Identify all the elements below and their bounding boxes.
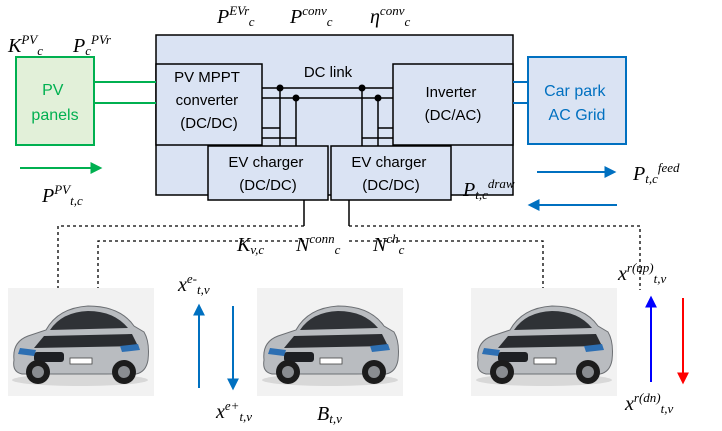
ev-car-middle (257, 288, 403, 396)
symbol-p-pv: PPVt,c (41, 182, 83, 208)
pv-panels-box (15, 56, 95, 146)
ev-charger-1-label-2: (DC/DC) (239, 177, 297, 194)
ev-connection-lines (57, 225, 641, 290)
mppt-converter-box (155, 63, 263, 146)
dc-link-bus (262, 87, 393, 146)
charger-output-leads (303, 200, 350, 226)
mppt-label-3: (DC/DC) (180, 115, 238, 132)
symbol-eta-conv: ηconvc (370, 3, 410, 29)
ev-charger-2-label-2: (DC/DC) (362, 177, 420, 194)
bus-junction-dots (276, 84, 382, 102)
ev-car-left (8, 288, 154, 396)
pv-connection-lines (94, 81, 156, 104)
svg-text:EV charger (DC/DC): EV charger (DC/DC) (351, 154, 430, 194)
svg-text:EV charger (DC/DC): EV charger (DC/DC) (228, 154, 307, 194)
inverter-box (392, 63, 514, 146)
symbol-x-r-up: xr(up)t,v (617, 260, 666, 286)
mppt-label-1: PV MPPT (174, 69, 240, 86)
symbol-n-ch: Nchc (372, 231, 405, 257)
svg-text:PV MPPT converter (DC/: PV MPPT converter (DC/DC) (174, 69, 244, 132)
symbol-p-evr: PEVrc (216, 3, 255, 29)
symbol-x-e-plus: xe+t,v (215, 398, 252, 424)
symbol-p-pvr: PcPVr (72, 32, 112, 58)
ev-charger-1-label-1: EV charger (228, 154, 303, 171)
symbol-k-pv: KPVc (7, 32, 43, 58)
inverter-label-1: Inverter (425, 84, 476, 101)
symbol-p-feed: Pt,cfeed (632, 160, 680, 186)
pv-panels-label-1: PV (42, 82, 64, 99)
symbol-n-conn: Nconnc (295, 231, 341, 257)
svg-text:PV panels: PV panels (31, 82, 78, 124)
pv-panels-label-2: panels (31, 107, 78, 124)
mppt-label-2: converter (176, 92, 239, 109)
grid-label-2: AC Grid (549, 107, 606, 124)
ev-charger-2-label-1: EV charger (351, 154, 426, 171)
symbol-x-r-dn: xr(dn)t,v (624, 390, 673, 416)
dc-link-label: DC link (304, 64, 353, 81)
grid-connection-lines (513, 81, 528, 104)
symbol-x-e-minus: xe-t,v (177, 271, 210, 297)
inverter-label-2: (DC/AC) (425, 107, 482, 124)
svg-text:Inverter (DC/AC): Inverter (DC/AC) (425, 84, 482, 124)
symbol-b-tv: Bt,v (317, 403, 342, 426)
ev-charger-box-2 (330, 145, 452, 201)
ev-charger-box-1 (207, 145, 329, 201)
grid-box (527, 56, 627, 145)
ev-car-right (471, 288, 617, 396)
symbol-k-vc: Kv,c (236, 234, 264, 257)
symbol-p-conv: Pconvc (289, 3, 333, 29)
grid-label-1: Car park (544, 83, 606, 100)
symbol-p-draw: Pt,cdraw (462, 176, 515, 202)
svg-text:Car park AC Grid: Car park AC Grid (544, 83, 610, 124)
